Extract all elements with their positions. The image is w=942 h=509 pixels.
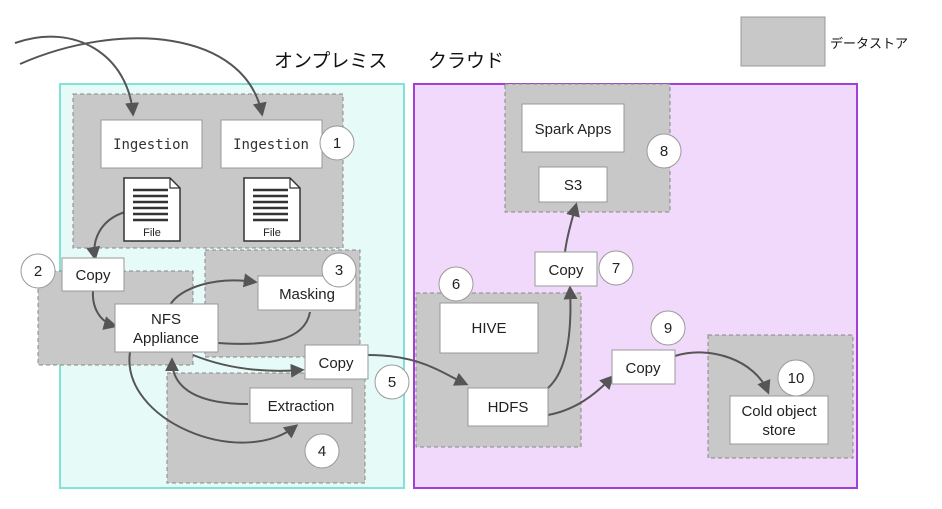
step-number-1: 1 [333,135,341,152]
arrow-hdfs-to-copy9 [547,374,614,416]
legend-swatch [740,16,826,67]
arrow-nfs-to-copy5 [192,354,305,378]
incoming-arrow-2 [19,37,267,117]
step-circle-10 [777,359,815,397]
datastore-ingestion [72,93,344,249]
nfs-label-line1: NFS [151,311,181,328]
step-circle-5 [374,364,410,400]
ingestion-box-2 [220,119,323,169]
copy-label-5: Copy [318,355,354,372]
masking-label: Masking [279,286,335,303]
copy-box-9 [611,349,676,385]
step-number-4: 4 [318,443,326,460]
step-number-5: 5 [388,374,396,391]
copy-box-2 [61,257,125,292]
step-circle-7 [598,250,634,286]
file-label-1: File [143,227,161,239]
cold-label-line1: Cold object [741,403,817,420]
cloud-heading: クラウド [428,50,504,72]
arrow-copy7-to-s3 [564,202,580,253]
arrow-nfs-to-extraction [128,351,299,444]
step-number-7: 7 [612,260,620,277]
file-label-2: File [263,227,281,239]
step-circle-8 [646,133,682,169]
nfs-label-line2: Appliance [133,330,199,347]
incoming-arrow-1 [14,35,140,117]
arrow-nfs-to-masking [169,273,258,306]
step-number-6: 6 [452,276,460,293]
file-icon-1 [123,177,181,242]
cold-label-line2: store [762,422,795,439]
step-circle-6 [438,266,474,302]
extraction-label: Extraction [268,398,335,415]
step-circle-2 [20,253,56,289]
hive-label: HIVE [471,320,506,337]
copy-box-7 [534,251,598,287]
ingestion-box-1 [100,119,203,169]
file-icon-2 [243,177,301,242]
step-number-10: 10 [788,370,805,387]
copy-label-2: Copy [75,267,111,284]
step-number-9: 9 [664,320,672,337]
onprem-heading: オンプレミス [274,50,387,72]
spark-apps-box [521,103,625,153]
copy-box-5 [304,344,369,380]
extraction-box [249,387,353,424]
arrow-extraction-to-nfs [165,357,249,405]
ingestion-label-2: Ingestion [233,137,309,153]
ingestion-label-1: Ingestion [113,137,189,153]
step-number-2: 2 [34,263,42,280]
step-number-8: 8 [660,143,668,160]
arrow-masking-to-nfs [202,311,311,350]
copy-label-7: Copy [548,262,584,279]
step-circle-4 [304,433,340,469]
hive-box [439,302,539,354]
step-number-3: 3 [335,262,343,279]
s3-box [538,166,608,203]
copy-label-9: Copy [625,360,661,377]
cold-object-store-box [729,395,829,445]
step-circle-1 [319,125,355,161]
arrow-copy9-to-cold [674,351,771,395]
legend-label: データストア [830,36,908,51]
arrow-copy5-to-hdfs [367,354,469,386]
hdfs-label: HDFS [488,399,529,416]
step-circle-9 [650,310,686,346]
arrow-hdfs-to-copy7 [547,285,578,389]
s3-label: S3 [564,177,582,194]
nfs-appliance-box [114,303,219,353]
spark-apps-label: Spark Apps [535,121,612,138]
arrow-file-to-copy [86,211,126,261]
arrow-copy-to-nfs [91,290,118,330]
step-circle-3 [321,252,357,288]
hdfs-box [467,387,549,427]
